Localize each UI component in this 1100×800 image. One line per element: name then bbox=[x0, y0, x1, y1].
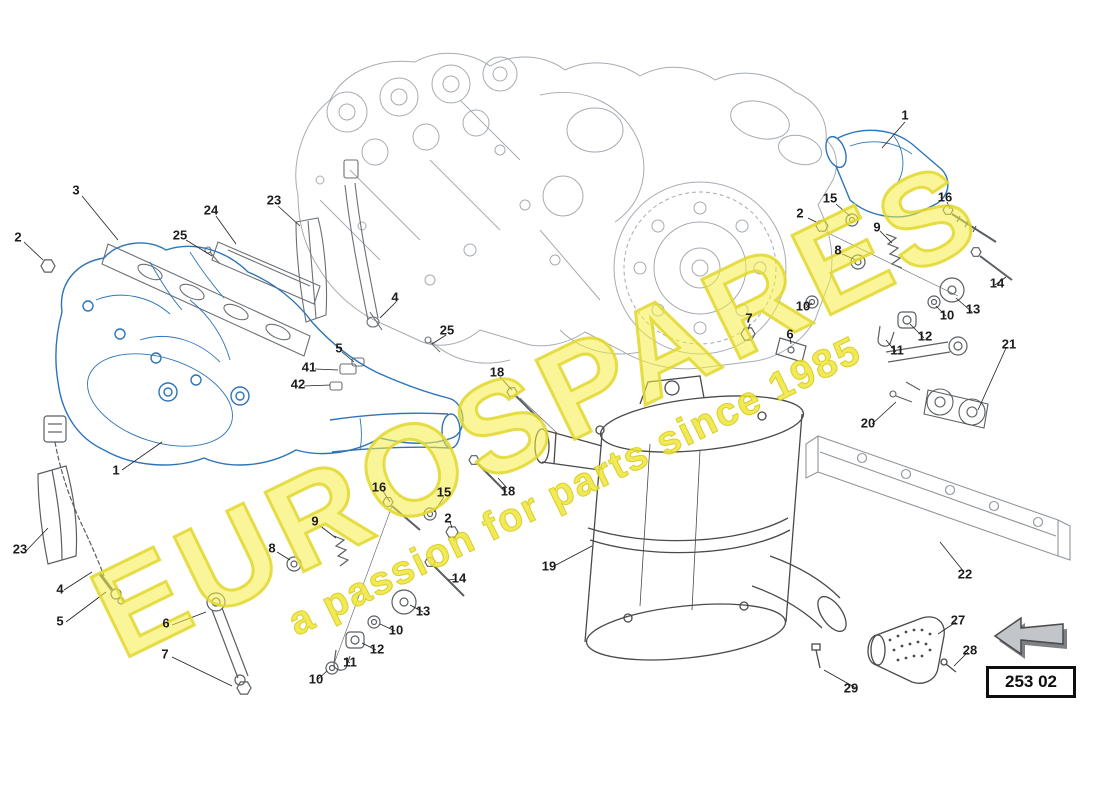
callout-4: 4 bbox=[56, 581, 64, 597]
callout-8: 8 bbox=[834, 242, 842, 258]
callout-21: 21 bbox=[1001, 336, 1017, 352]
callout-2: 2 bbox=[444, 510, 452, 526]
callout-12: 12 bbox=[917, 328, 933, 344]
callout-29: 29 bbox=[843, 680, 859, 696]
callout-14: 14 bbox=[989, 275, 1005, 291]
callout-1: 1 bbox=[901, 107, 909, 123]
callout-13: 13 bbox=[965, 301, 981, 317]
exhaust-manifold-drawing bbox=[55, 242, 464, 466]
callout-18: 18 bbox=[500, 483, 516, 499]
callout-42: 42 bbox=[290, 376, 306, 392]
part-group-code: 253 02 bbox=[986, 666, 1076, 698]
callout-6: 6 bbox=[786, 326, 794, 342]
back-arrow-icon bbox=[993, 616, 1067, 659]
leader-lines bbox=[23, 121, 1007, 689]
callout-2: 2 bbox=[14, 229, 22, 245]
callout-10: 10 bbox=[939, 307, 955, 323]
callout-7: 7 bbox=[161, 646, 169, 662]
callout-10: 10 bbox=[308, 671, 324, 687]
subframe-drawing bbox=[805, 381, 1071, 561]
callout-15: 15 bbox=[822, 190, 838, 206]
callout-10: 10 bbox=[388, 622, 404, 638]
callout-18: 18 bbox=[489, 364, 505, 380]
callout-28: 28 bbox=[962, 642, 978, 658]
callout-6: 6 bbox=[162, 615, 170, 631]
callout-20: 20 bbox=[860, 415, 876, 431]
callout-14: 14 bbox=[451, 570, 467, 586]
callout-11: 11 bbox=[343, 654, 357, 670]
callout-25: 25 bbox=[172, 227, 188, 243]
callout-23: 23 bbox=[266, 192, 282, 208]
callout-22: 22 bbox=[957, 566, 973, 582]
callout-10: 10 bbox=[795, 298, 811, 314]
callout-1: 1 bbox=[112, 462, 120, 478]
callout-16: 16 bbox=[937, 189, 953, 205]
callout-16: 16 bbox=[371, 479, 387, 495]
tailpipe-drawing bbox=[825, 129, 949, 218]
callout-13: 13 bbox=[415, 603, 431, 619]
callout-9: 9 bbox=[311, 513, 319, 529]
callout-19: 19 bbox=[541, 558, 557, 574]
callout-7: 7 bbox=[745, 310, 753, 326]
callout-24: 24 bbox=[203, 202, 219, 218]
part-group-badge: 253 02 bbox=[986, 610, 1076, 698]
mounting-hardware-left bbox=[286, 387, 559, 675]
callout-4: 4 bbox=[391, 289, 399, 305]
mounting-hardware-right bbox=[740, 205, 1013, 363]
callout-12: 12 bbox=[369, 641, 385, 657]
callout-5: 5 bbox=[56, 613, 64, 629]
callout-8: 8 bbox=[268, 540, 276, 556]
sensor-and-links-drawing bbox=[37, 259, 252, 695]
callout-41: 41 bbox=[301, 359, 317, 375]
callout-27: 27 bbox=[950, 612, 966, 628]
callout-5: 5 bbox=[335, 340, 343, 356]
callout-3: 3 bbox=[72, 182, 80, 198]
callout-15: 15 bbox=[436, 484, 452, 500]
callout-23: 23 bbox=[12, 541, 28, 557]
muffler-drawing bbox=[534, 375, 957, 684]
callout-25: 25 bbox=[439, 322, 455, 338]
callout-9: 9 bbox=[873, 219, 881, 235]
callout-11: 11 bbox=[890, 342, 904, 358]
engine-drawing bbox=[295, 52, 837, 370]
callout-2: 2 bbox=[796, 205, 804, 221]
